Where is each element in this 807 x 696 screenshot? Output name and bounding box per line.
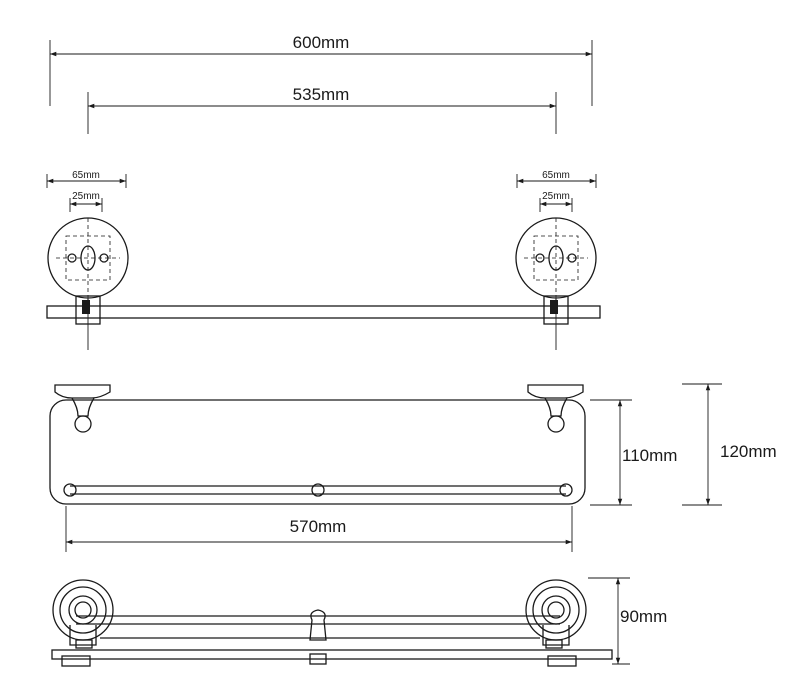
glass-shelf	[49, 399, 586, 505]
label-projection: 90mm	[620, 607, 667, 626]
left-rose	[52, 579, 114, 667]
gallery-rail	[63, 483, 573, 497]
grub-screw-icon	[82, 300, 90, 314]
side-gallery-rail	[76, 609, 560, 665]
dim-left-bracket: 65mm 25mm	[46, 170, 127, 212]
label-glass-length: 570mm	[290, 517, 347, 536]
dim-glass-length: 570mm	[65, 506, 573, 552]
front-view: 110mm 120mm 570mm	[49, 383, 777, 552]
top-view: 600mm 535mm 65mm 25mm 65mm	[46, 33, 601, 350]
dim-right-bracket: 65mm 25mm	[516, 170, 597, 212]
dim-projection: 90mm	[588, 577, 667, 665]
label-overall-width: 600mm	[293, 33, 350, 52]
grub-screw-icon	[550, 300, 558, 314]
label-fixing-spacing-left: 25mm	[72, 191, 100, 202]
left-shelf-bracket	[54, 384, 111, 433]
label-fixing-centres: 535mm	[293, 85, 350, 104]
centre-post	[309, 609, 327, 641]
right-backplate	[515, 217, 597, 350]
dim-total-height: 120mm	[682, 383, 777, 506]
label-fixing-spacing-right: 25mm	[542, 191, 570, 202]
dim-glass-height: 110mm	[590, 399, 677, 506]
left-backplate	[47, 217, 129, 350]
dim-overall-width: 600mm	[49, 33, 593, 106]
side-view: 90mm	[51, 577, 667, 667]
dim-fixing-centres: 535mm	[87, 85, 557, 134]
glass-edge	[51, 649, 613, 660]
rail-bar	[46, 305, 601, 319]
right-shelf-bracket	[527, 384, 584, 433]
right-rose	[525, 579, 587, 667]
label-glass-height: 110mm	[622, 446, 677, 465]
label-backplate-left: 65mm	[72, 170, 100, 181]
label-total-height: 120mm	[720, 442, 777, 461]
label-backplate-right: 65mm	[542, 170, 570, 181]
